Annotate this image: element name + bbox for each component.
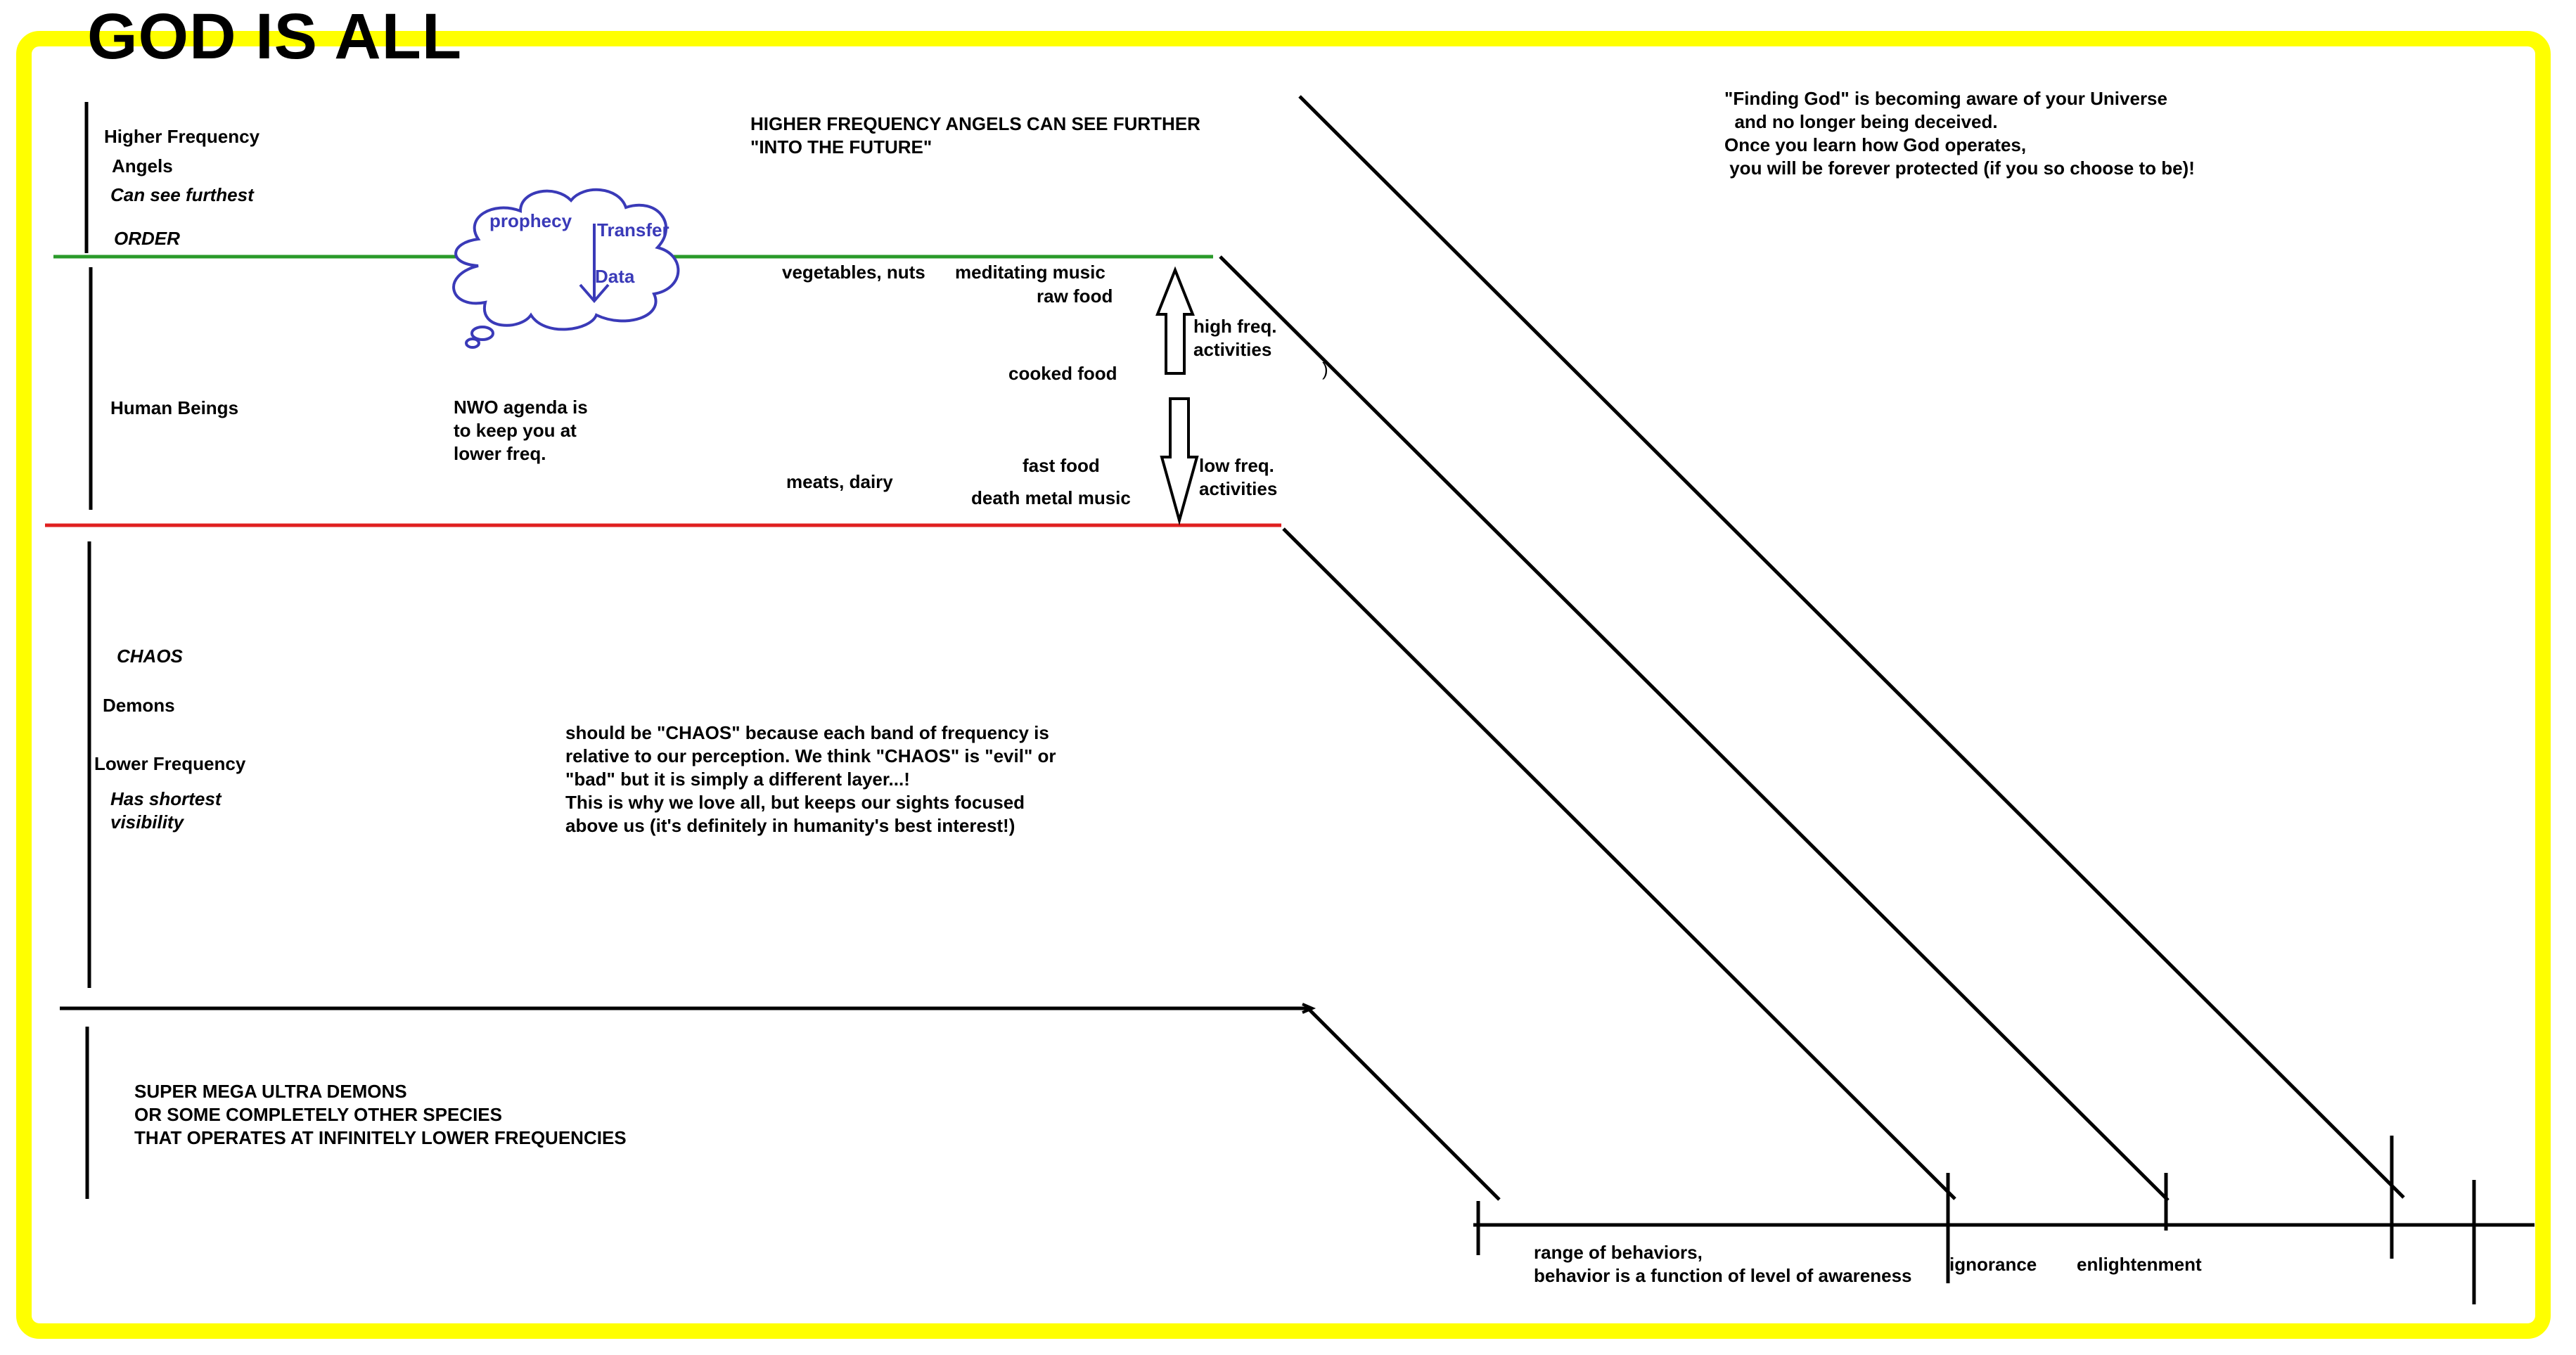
item-high-freq-activities: high freq. activities [1193,316,1277,360]
label-angels: Angels [112,155,173,176]
item-meats-dairy: meats, dairy [786,471,893,492]
label-has-shortest-visibility: Has shortest visibility [110,788,222,833]
diagonal-order [1219,255,2170,1202]
item-meditating-music: meditating music [955,262,1106,283]
label-demons: Demons [103,695,175,716]
cloud-down-arrow-head [579,283,610,304]
axis-ignorance-label: ignorance [1949,1254,2037,1275]
cloud-transfer: Transfer [597,219,669,240]
lower-boundary-tip [1302,1003,1316,1014]
down-arrow [1160,397,1199,526]
diagonal-chaos [1282,527,1956,1200]
note-chaos-explanation: should be "CHAOS" because each band of f… [565,722,1056,836]
label-human-beings: Human Beings [110,397,239,418]
stray-paren: ) [1322,359,1328,380]
item-low-freq-activities: low freq. activities [1199,455,1278,499]
diagonal-lower [1307,1007,1501,1201]
cloud-data: Data [595,266,635,287]
thought-cloud [452,188,680,349]
label-chaos: CHAOS [117,646,183,667]
item-raw-food: raw food [1037,285,1113,307]
item-death-metal-music: death metal music [971,487,1131,508]
cloud-prophecy: prophecy [489,210,572,231]
yellow-frame [16,31,2551,1339]
item-vegetables-nuts: vegetables, nuts [782,262,925,283]
diagonal-top [1298,95,2405,1199]
label-can-see-furthest: Can see furthest [110,184,254,205]
up-arrow [1155,266,1195,375]
note-finding-god: "Finding God" is becoming aware of your … [1724,88,2195,179]
note-nwo-agenda: NWO agenda is to keep you at lower freq. [454,397,588,464]
page-title: GOD IS ALL [87,1,463,72]
note-higher-angels: HIGHER FREQUENCY ANGELS CAN SEE FURTHER … [750,113,1200,158]
item-cooked-food: cooked food [1008,363,1117,384]
label-super-mega-demons: SUPER MEGA ULTRA DEMONS OR SOME COMPLETE… [134,1081,627,1148]
label-lower-frequency: Lower Frequency [94,753,246,774]
item-fast-food: fast food [1023,455,1100,476]
label-order: ORDER [114,228,180,249]
label-higher-frequency: Higher Frequency [104,126,260,147]
axis-enlightenment-label: enlightenment [2077,1254,2202,1275]
axis-range-label: range of behaviors, behavior is a functi… [1534,1242,1912,1286]
